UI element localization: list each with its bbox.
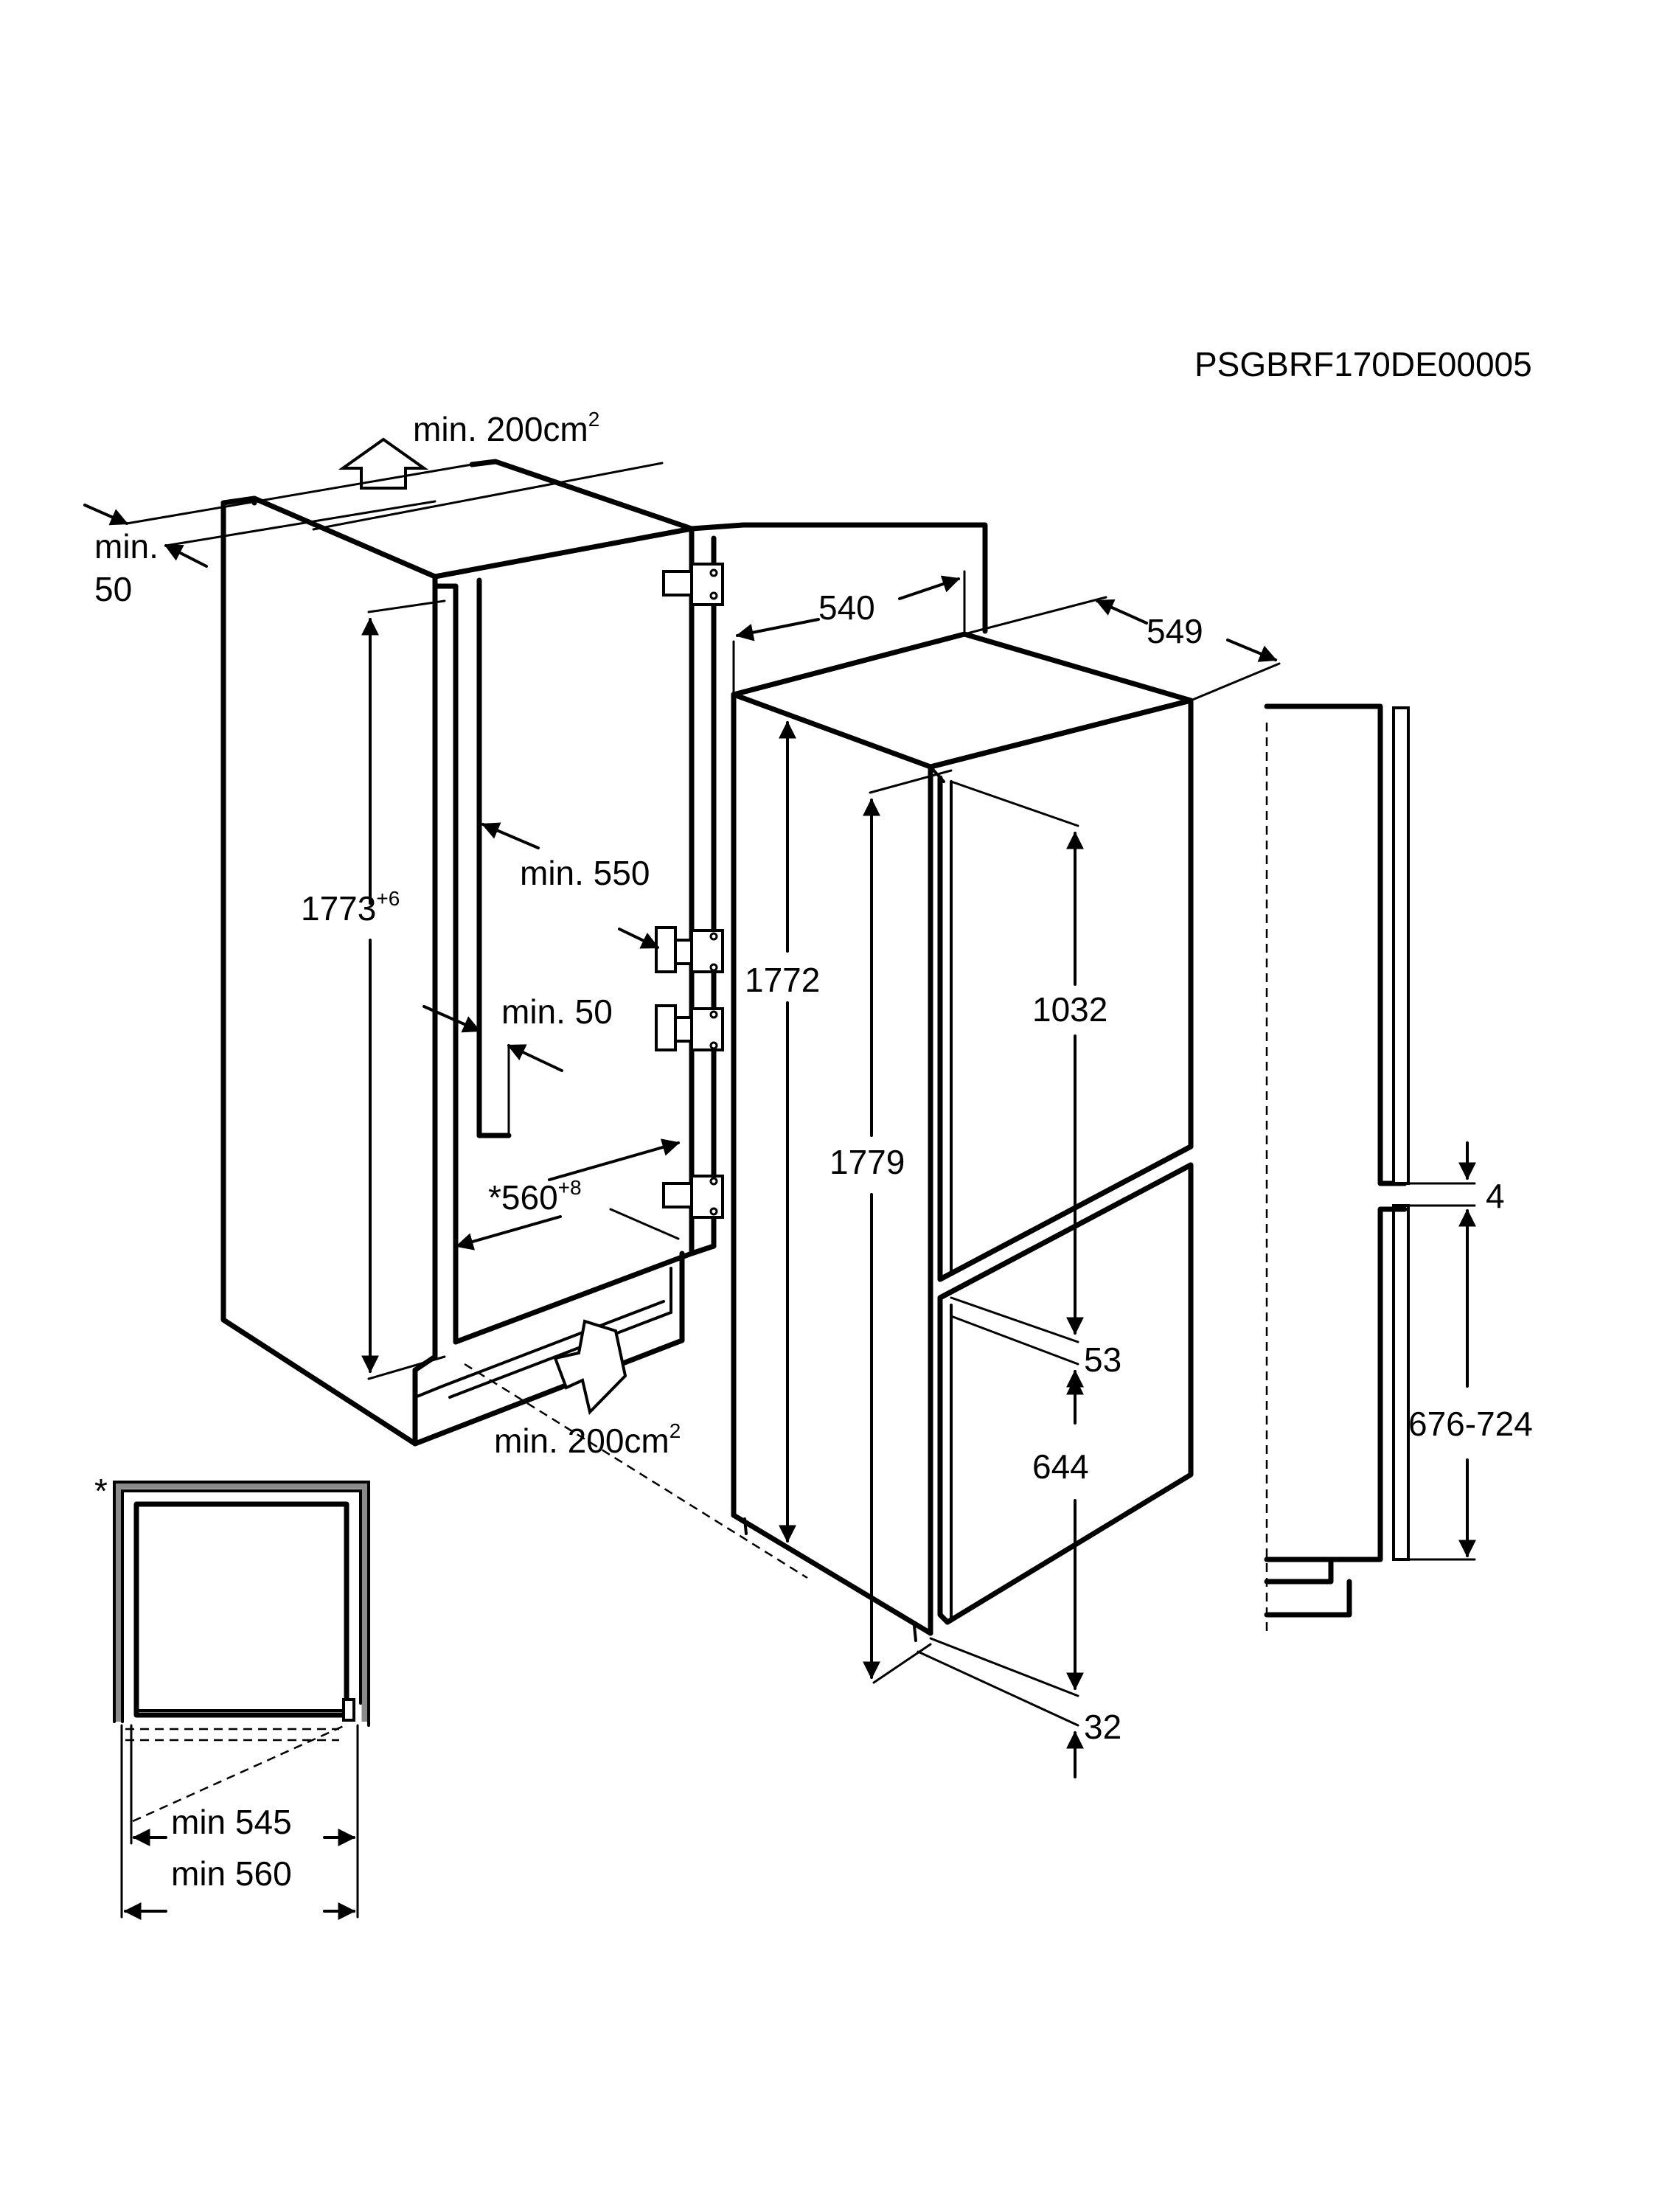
floor-guide-line — [464, 1363, 808, 1579]
ventilation-in-arrow-icon — [553, 1319, 627, 1416]
lower-door-range-dimension — [1407, 1208, 1476, 1561]
top-ventilation-label: min. 200cm2 — [413, 408, 599, 448]
niche-cabinet — [220, 459, 695, 1447]
door-gap-dimension — [950, 1315, 1084, 1417]
plan-outer-width-label: min 560 — [171, 1854, 292, 1893]
side-gap-4-label: 4 — [1486, 1177, 1505, 1215]
open-door-panel — [689, 522, 988, 1256]
hinge-icon — [655, 926, 724, 973]
lower-door-range-label: 676-724 — [1408, 1405, 1533, 1443]
niche-depth-dimension — [481, 822, 660, 949]
hinge-icon — [662, 563, 724, 606]
bottom-offset-label: 32 — [1084, 1708, 1121, 1746]
side-view-profile — [1264, 703, 1410, 1637]
top-clearance-dimension — [83, 463, 473, 568]
niche-depth-label: min. 550 — [520, 854, 650, 892]
top-clearance-label-line2: 50 — [94, 570, 132, 608]
upper-door-label: 1032 — [1032, 990, 1107, 1029]
appliance-body — [731, 631, 1194, 1642]
door-gap-label: 53 — [1084, 1340, 1121, 1379]
upper-door-dimension — [950, 780, 1084, 1343]
plan-inner-width-label: min 545 — [171, 1803, 292, 1841]
niche-width-dimension — [455, 1138, 681, 1251]
footnote-marker: * — [94, 1472, 108, 1510]
niche-height-label: 1773+6 — [301, 887, 400, 928]
top-clearance-label-line1: min. — [94, 527, 159, 566]
hinge-icon — [655, 1004, 724, 1051]
side-gap-label: min. 50 — [501, 992, 613, 1031]
side-gap-4-dimension — [1407, 1141, 1476, 1207]
body-height-label: 1772 — [745, 961, 820, 999]
door-width-label: 540 — [818, 588, 875, 627]
lower-door-label: 644 — [1032, 1447, 1089, 1486]
appliance-depth-dimension — [963, 596, 1281, 702]
door-width-dimension — [732, 570, 966, 696]
diagram-code-label: PSGBRF170DE00005 — [1194, 345, 1532, 383]
bottom-offset-dimension — [917, 1650, 1084, 1778]
bottom-ventilation-label: min. 200cm2 — [494, 1419, 681, 1460]
total-height-label: 1779 — [830, 1143, 905, 1181]
hinge-icon — [662, 1175, 724, 1219]
total-height-dimension — [863, 769, 953, 1684]
lower-door-dimension — [929, 1377, 1084, 1697]
plan-width-dimensions — [120, 1724, 359, 1920]
ventilation-up-arrow-icon — [338, 437, 429, 490]
niche-height-dimension — [361, 599, 446, 1380]
plan-view-section — [113, 1481, 370, 1823]
niche-width-label: *560+8 — [488, 1176, 582, 1217]
appliance-depth-label: 549 — [1147, 612, 1203, 650]
side-gap-dimension — [422, 1005, 563, 1137]
door-hinges — [655, 563, 724, 1219]
